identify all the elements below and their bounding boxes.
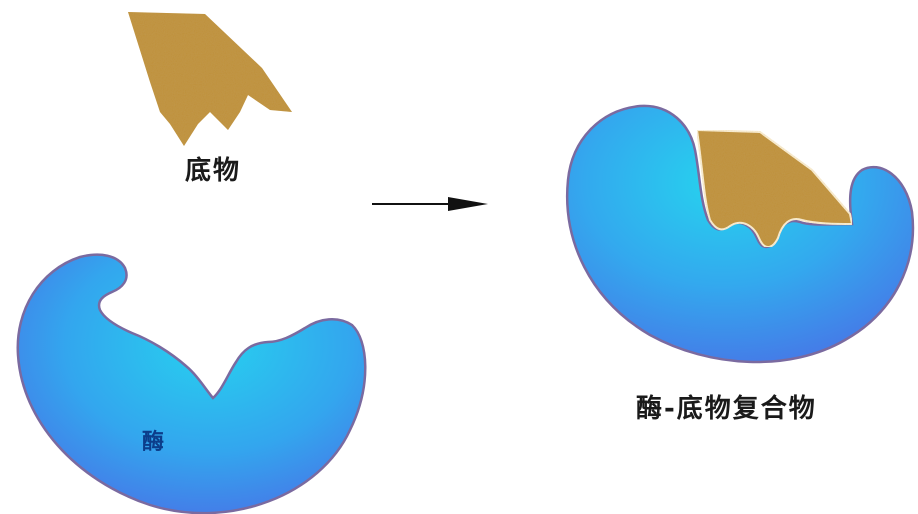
- complex-label: 酶-底物复合物: [636, 394, 817, 424]
- enzyme-shape: [16, 253, 367, 514]
- complex-substrate-shape: [695, 128, 854, 248]
- reaction-arrow-head: [448, 197, 488, 211]
- substrate-label: 底物: [185, 156, 242, 186]
- enzyme-label: 酶: [142, 430, 165, 455]
- substrate-shape: [128, 12, 292, 146]
- complex-enzyme-shape: [565, 104, 915, 364]
